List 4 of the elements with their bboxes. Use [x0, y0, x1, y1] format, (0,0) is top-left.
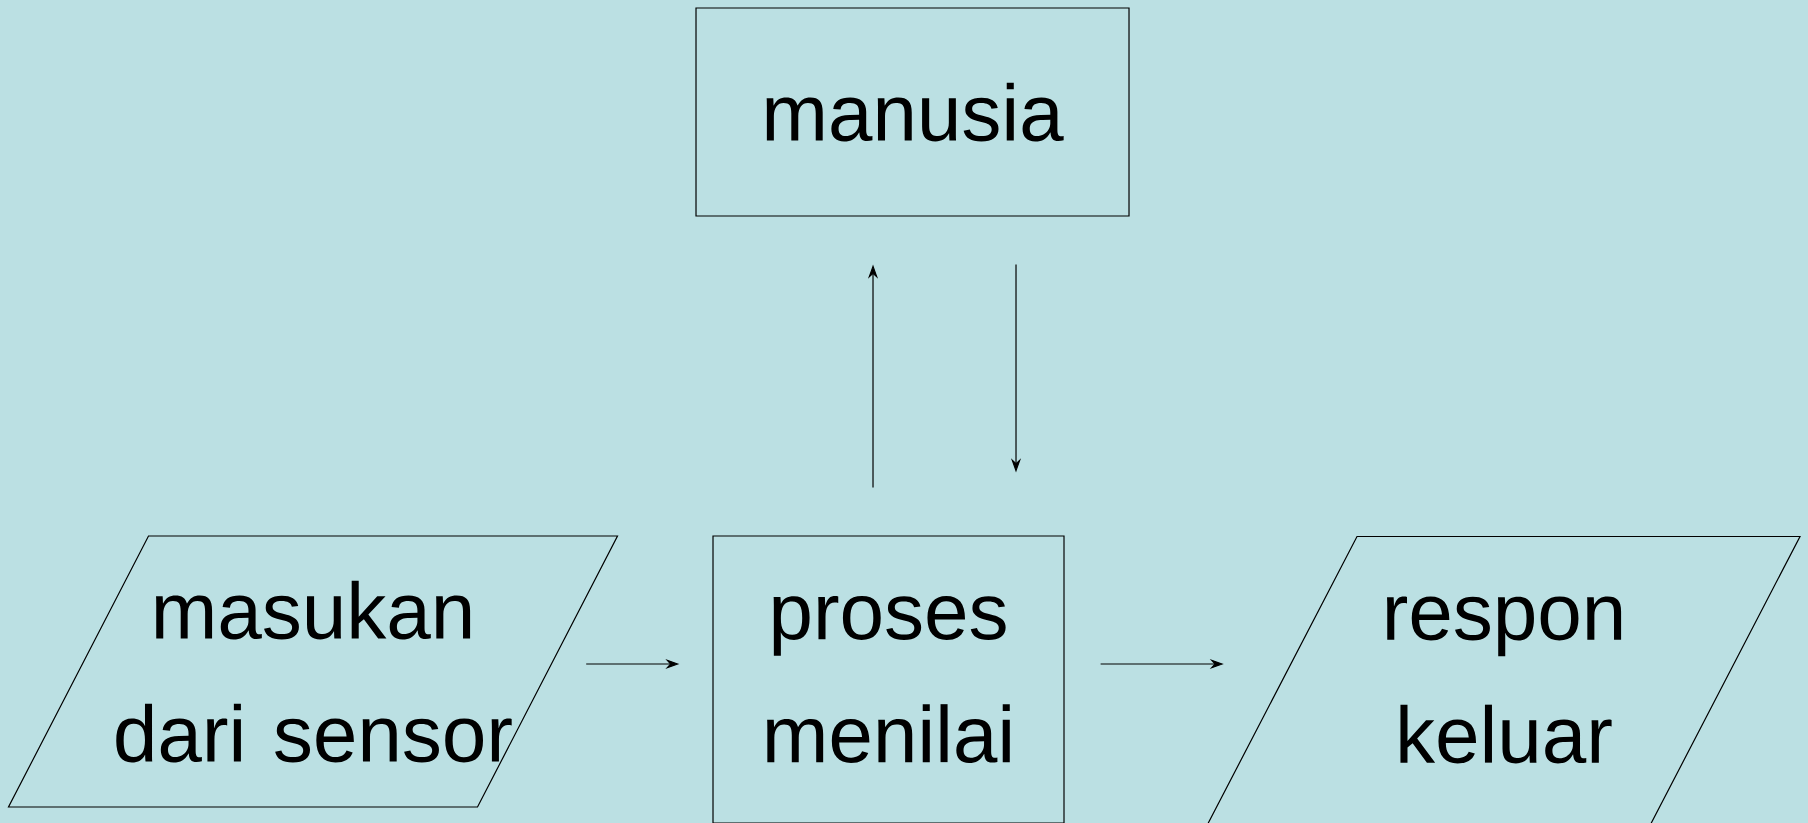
parallelogram: respon keluar — [1207, 535, 1801, 823]
parallelogram: masukan dari sensor — [7, 535, 619, 808]
process-box: proses menilai — [712, 535, 1065, 823]
process-box: manusia — [695, 7, 1130, 217]
